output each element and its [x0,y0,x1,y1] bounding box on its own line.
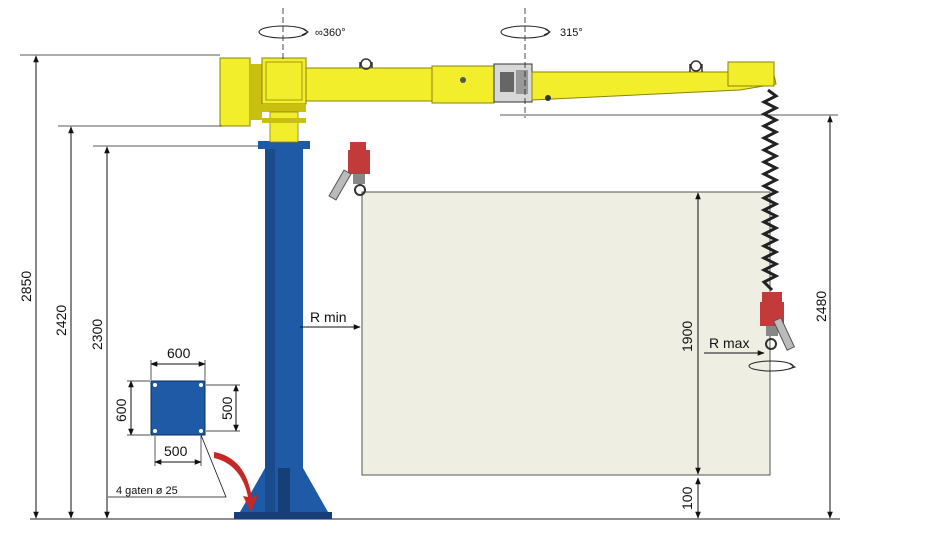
work-area [361,191,771,476]
base-width-outer-label: 600 [167,345,191,361]
base-width-inner-label: 500 [164,443,188,459]
height-2850-label: 2850 [18,271,34,302]
reach-max-label: R max [709,335,749,351]
column [234,141,332,519]
height-100-label: 100 [679,486,695,510]
lifting-tool-max [760,292,796,351]
height-2420-label: 2420 [53,305,69,336]
base-pointer-arrow [214,452,258,512]
base-height-outer-label: 600 [113,398,129,422]
column-rotation-indicator [258,8,310,60]
base-height-inner-label: 500 [219,396,235,420]
reach-min-label: R min [310,309,347,325]
arm-rotation-label: 315° [560,27,583,39]
height-2300-label: 2300 [89,319,105,350]
height-1900-label: 1900 [679,321,695,352]
base-holes-note: 4 gaten ø 25 [116,485,178,497]
height-2480-label: 2480 [813,291,829,322]
lifting-tool-min [328,142,370,201]
column-rotation-label: ∞360° [315,27,346,39]
jib-arm [219,57,777,143]
hose-spring [760,88,780,292]
base-plate [108,360,240,498]
arm-rotation-indicator [500,8,552,118]
